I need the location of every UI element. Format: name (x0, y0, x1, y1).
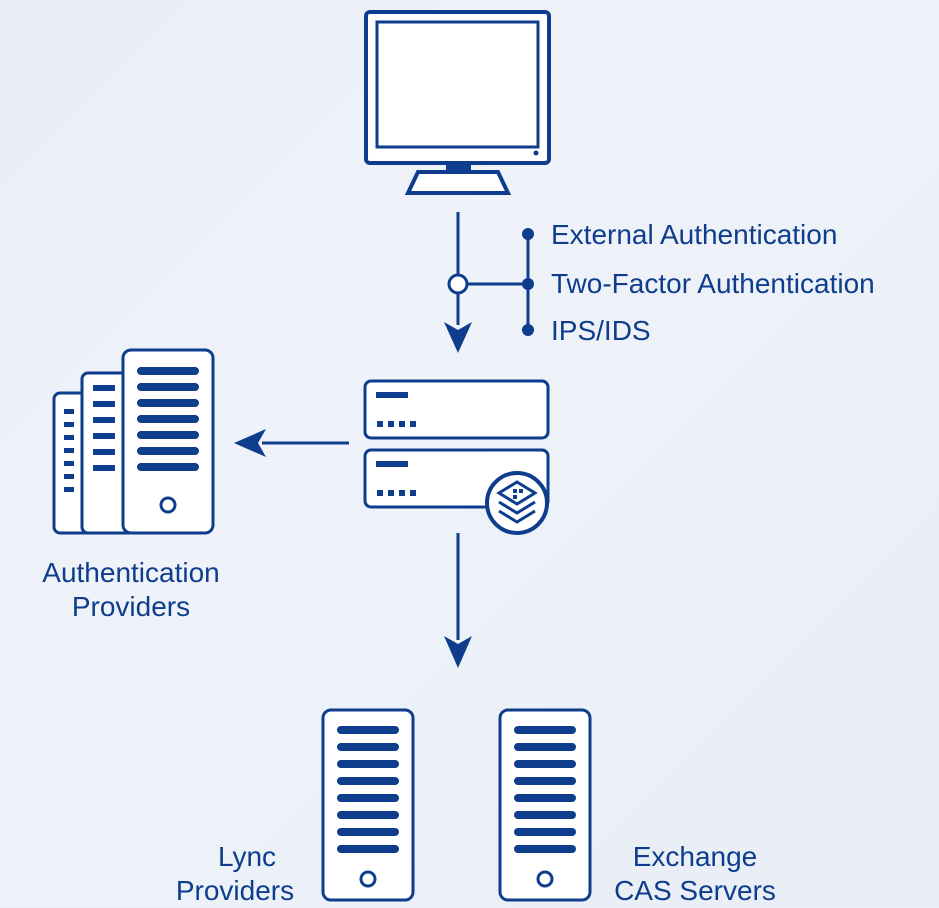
auth-providers-server-icon (52, 348, 215, 535)
auth-providers-label-line2: Providers (71, 591, 191, 622)
bullet-two-factor (522, 278, 534, 290)
lync-providers-label: Lync Providers (160, 840, 310, 908)
feature-external-authentication: External Authentication (551, 219, 838, 250)
security-branch-connector (447, 228, 534, 336)
auth-providers-label: Authentication Providers (20, 556, 242, 624)
feature-two-factor-authentication: Two-Factor Authentication (551, 268, 875, 299)
bullet-external-auth (522, 228, 534, 240)
arrow-client-to-appliance (444, 212, 472, 353)
arrow-appliance-to-auth-providers (234, 429, 349, 457)
exchange-server-icon (498, 708, 592, 902)
computer-monitor-icon (364, 10, 551, 195)
lync-server-icon (321, 708, 415, 902)
layers-stack-icon (485, 471, 549, 535)
lync-label-line2: Providers (175, 875, 295, 906)
exchange-cas-servers-label: Exchange CAS Servers (605, 840, 785, 908)
feature-ips-ids: IPS/IDS (551, 315, 651, 346)
arrow-appliance-to-servers (444, 533, 472, 668)
exchange-label-line2: CAS Servers (614, 875, 776, 906)
lync-label-line1: Lync (217, 841, 277, 872)
bullet-ips-ids (522, 324, 534, 336)
auth-providers-label-line1: Authentication (42, 557, 220, 588)
exchange-label-line1: Exchange (632, 841, 758, 872)
